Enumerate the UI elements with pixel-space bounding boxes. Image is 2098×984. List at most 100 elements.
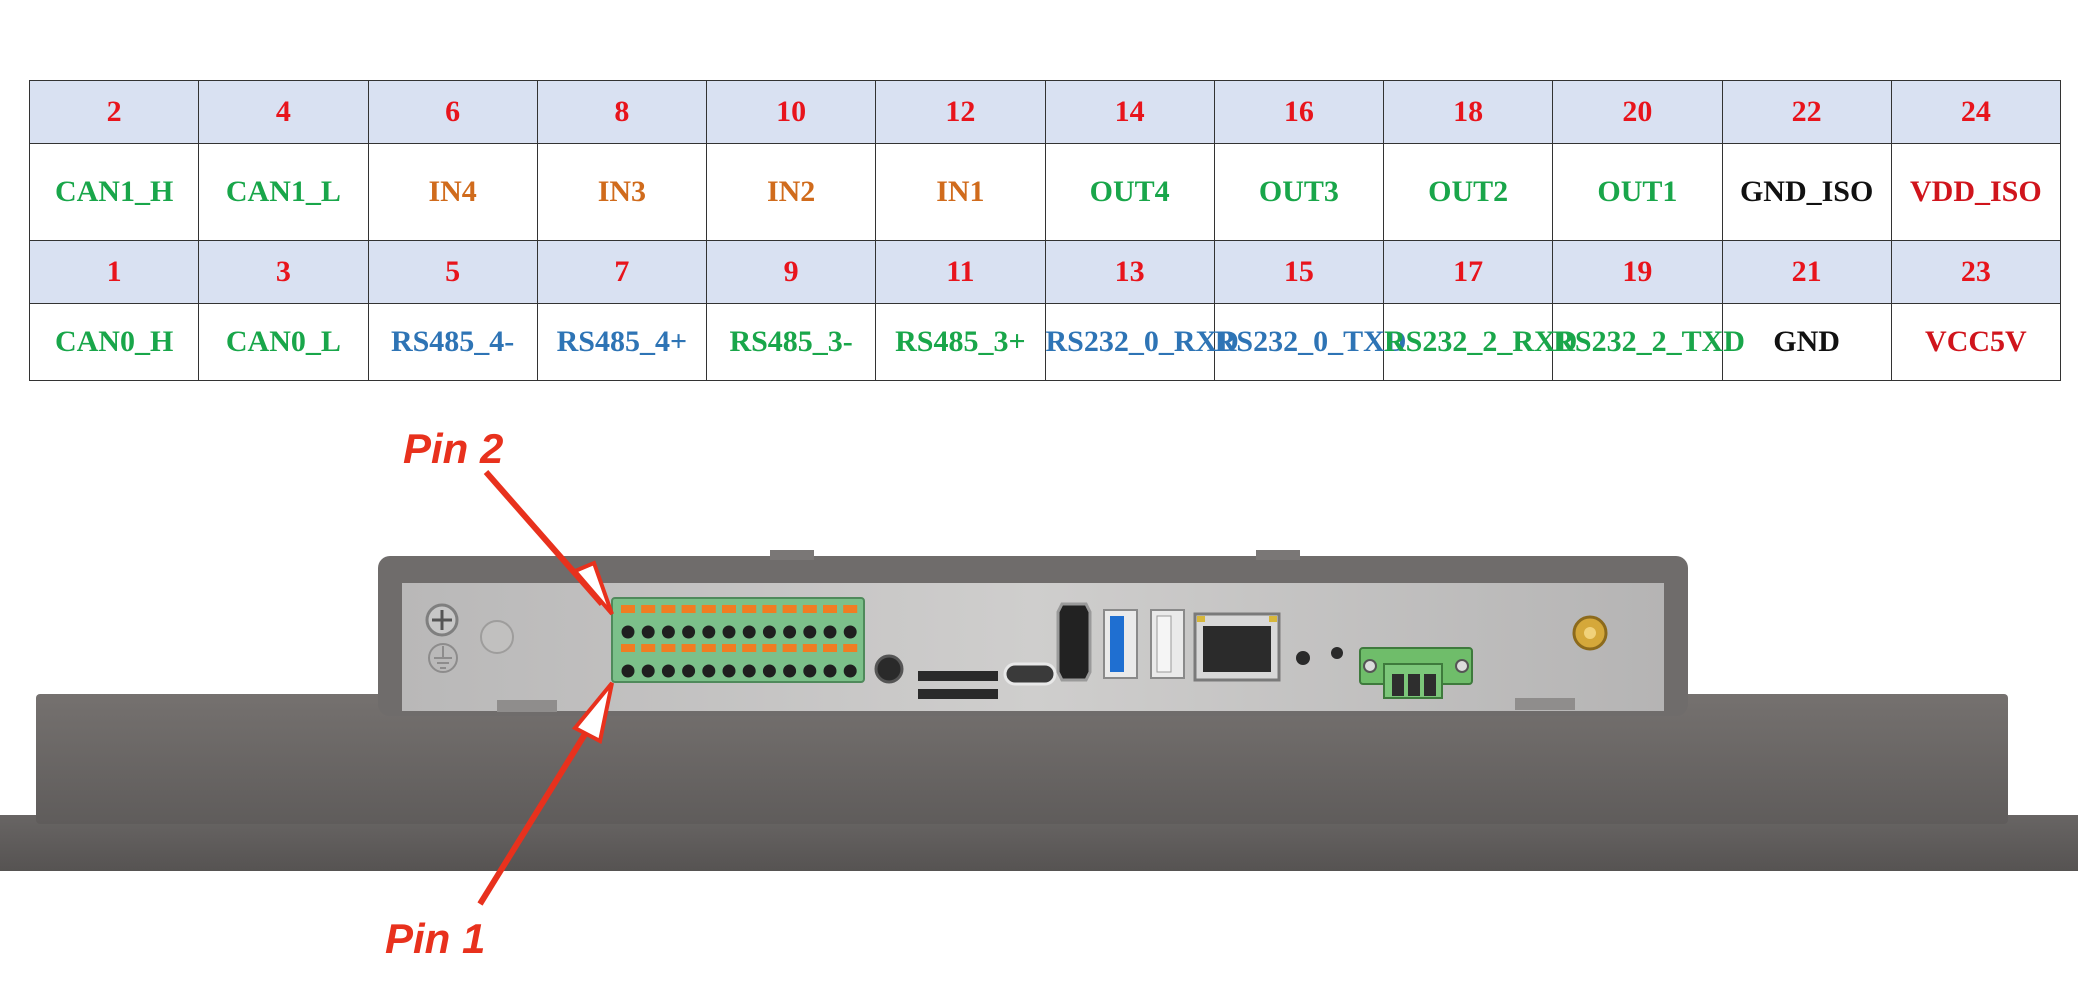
signal-cell: IN4: [367, 143, 538, 241]
pin-number-cell: 19: [1552, 240, 1723, 304]
terminal-lever: [742, 605, 757, 613]
signal-cell: VDD_ISO: [1890, 143, 2062, 241]
pin-number-cell: 23: [1890, 240, 2062, 304]
terminal-wire-hole: [682, 664, 696, 678]
pin-number-cell: 10: [705, 80, 877, 144]
pin-number-cell: 18: [1382, 80, 1554, 144]
signal-cell: RS485_4+: [536, 303, 708, 381]
audio-jack-icon: [874, 654, 904, 684]
usb-a-port-icon: [1103, 609, 1138, 679]
device-housing: [36, 694, 2008, 824]
terminal-lever: [762, 605, 777, 613]
signal-cell: RS232_0_RXD: [1044, 303, 1239, 381]
pin-number-cell: 13: [1044, 240, 1215, 304]
ethernet-port-icon: [1193, 612, 1281, 682]
terminal-lever: [802, 605, 817, 613]
terminal-lever: [681, 644, 696, 652]
terminal-wire-hole: [742, 664, 756, 678]
signal-cell: VCC5V: [1890, 303, 2062, 381]
signal-cell: IN2: [705, 143, 877, 241]
terminal-wire-hole: [682, 625, 696, 639]
signal-cell: RS232_2_TXD: [1552, 303, 1745, 381]
io-panel: [402, 583, 1664, 711]
signal-cell: IN3: [536, 143, 708, 241]
terminal-wire-hole: [762, 664, 776, 678]
pin-number-cell: 3: [198, 240, 369, 304]
signal-cell: RS485_4-: [367, 303, 538, 381]
pin-number-cell: 20: [1552, 80, 1723, 144]
terminal-wire-hole: [823, 625, 837, 639]
signal-cell: IN1: [875, 143, 1046, 241]
terminal-lever: [823, 605, 837, 613]
terminal-wire-hole: [722, 664, 736, 678]
terminal-wire-hole: [843, 664, 857, 678]
mounting-hole: [480, 620, 514, 654]
pin-number-cell: 11: [875, 240, 1046, 304]
terminal-lever: [762, 644, 777, 652]
terminal-wire-hole: [803, 625, 817, 639]
terminal-lever: [742, 644, 757, 652]
terminal-wire-hole: [702, 625, 716, 639]
terminal-lever: [802, 644, 817, 652]
led-indicator-icon: [1331, 647, 1343, 659]
ground-screw-icon: [425, 603, 459, 637]
pin-number-cell: 2: [28, 80, 200, 144]
terminal-wire-hole: [843, 625, 857, 639]
antenna-connector-icon: [1572, 615, 1608, 651]
earth-ground-icon: [428, 643, 458, 673]
terminal-lever: [621, 605, 635, 613]
signal-cell: RS485_3+: [875, 303, 1046, 381]
terminal-wire-hole: [722, 625, 736, 639]
signal-cell: RS232_2_RXD: [1382, 303, 1577, 381]
signal-cell: OUT3: [1213, 143, 1385, 241]
pin-number-cell: 12: [875, 80, 1046, 144]
pin-number-cell: 24: [1890, 80, 2062, 144]
terminal-lever: [701, 605, 716, 613]
signal-cell: OUT1: [1552, 143, 1723, 241]
sd-card-slot-icon: [918, 671, 998, 699]
pin1-callout-arrow: [477, 681, 614, 906]
terminal-lever: [701, 644, 716, 652]
terminal-wire-hole: [621, 664, 635, 678]
signal-cell: GND: [1721, 303, 1892, 381]
pin-number-cell: 8: [536, 80, 708, 144]
terminal-lever: [782, 644, 797, 652]
terminal-wire-hole: [702, 664, 716, 678]
terminal-wire-hole: [661, 625, 675, 639]
terminal-wire-hole: [742, 625, 756, 639]
pin-number-cell: 22: [1721, 80, 1892, 144]
terminal-block-24pin: [611, 597, 865, 683]
terminal-wire-hole: [783, 664, 797, 678]
pin-number-cell: 5: [367, 240, 538, 304]
device-flange: [0, 815, 2078, 871]
pin1-label: Pin 1: [385, 915, 486, 962]
terminal-wire-hole: [661, 664, 675, 678]
terminal-wire-hole: [762, 625, 776, 639]
signal-cell: CAN0_L: [198, 303, 369, 381]
terminal-lever: [823, 644, 837, 652]
pin-number-cell: 16: [1213, 80, 1385, 144]
pin-number-cell: 9: [705, 240, 877, 304]
terminal-wire-hole: [823, 664, 837, 678]
terminal-lever: [661, 644, 676, 652]
terminal-lever: [641, 644, 656, 652]
signal-cell: CAN0_H: [28, 303, 200, 381]
signal-cell: OUT4: [1044, 143, 1215, 241]
terminal-lever: [621, 644, 635, 652]
led-indicator-icon: [1296, 651, 1310, 665]
terminal-lever: [843, 644, 858, 652]
signal-cell: GND_ISO: [1721, 143, 1892, 241]
terminal-lever: [641, 605, 656, 613]
usb-c-port-icon: [1003, 662, 1057, 686]
signal-cell: CAN1_H: [28, 143, 200, 241]
terminal-wire-hole: [783, 625, 797, 639]
hdmi-port-icon: [1056, 602, 1092, 682]
pin-number-cell: 1: [28, 240, 200, 304]
terminal-wire-hole: [641, 625, 655, 639]
